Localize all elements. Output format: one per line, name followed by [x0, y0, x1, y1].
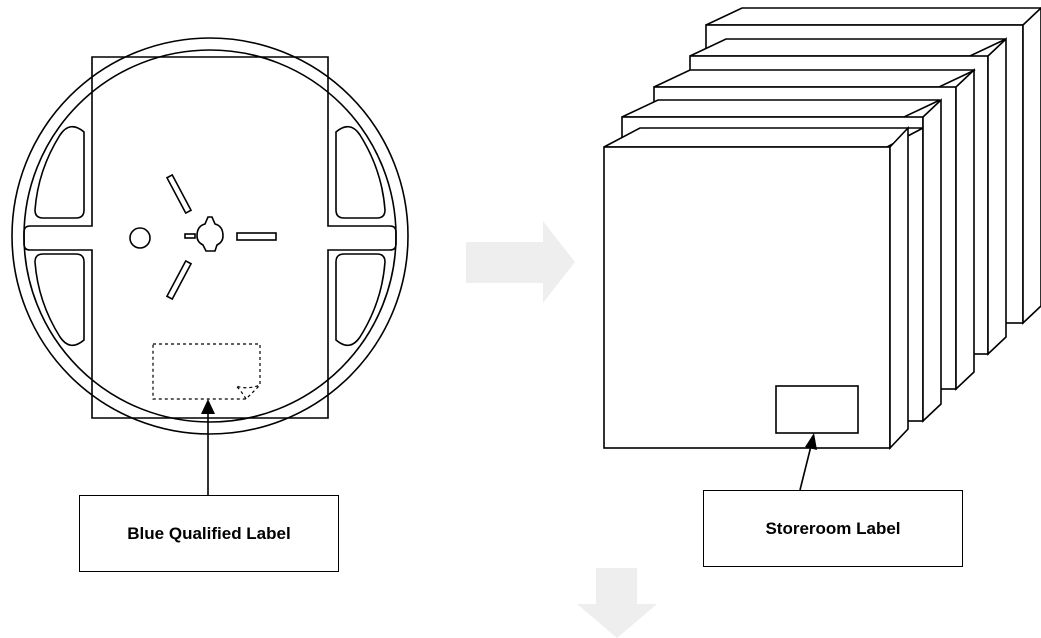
reel-hub	[196, 216, 224, 252]
reel-slot-lower	[165, 259, 193, 301]
reel-leader-arrow	[201, 399, 215, 495]
right-arrow-icon	[466, 221, 575, 303]
box-leader-arrow	[799, 433, 817, 491]
reel-window-top-left	[34, 125, 85, 219]
box-front	[603, 125, 924, 451]
reel-window-top-right	[335, 125, 386, 219]
reel-slot-upper	[165, 173, 193, 215]
storeroom-label-callout: Storeroom Label	[703, 490, 963, 567]
reel-window-bottom-left	[34, 253, 85, 347]
reel-label-placeholder	[152, 343, 261, 400]
storeroom-label-text: Storeroom Label	[765, 518, 901, 538]
storeroom-label-placeholder	[775, 385, 859, 434]
reel-hole	[129, 227, 151, 249]
blue-qualified-label-callout: Blue Qualified Label	[79, 495, 339, 572]
box-stack-icon	[603, 6, 1041, 451]
blue-qualified-label-text: Blue Qualified Label	[127, 523, 291, 543]
reel-icon	[11, 37, 409, 435]
reel-window-bottom-right	[335, 253, 386, 347]
down-arrow-icon	[577, 568, 657, 638]
